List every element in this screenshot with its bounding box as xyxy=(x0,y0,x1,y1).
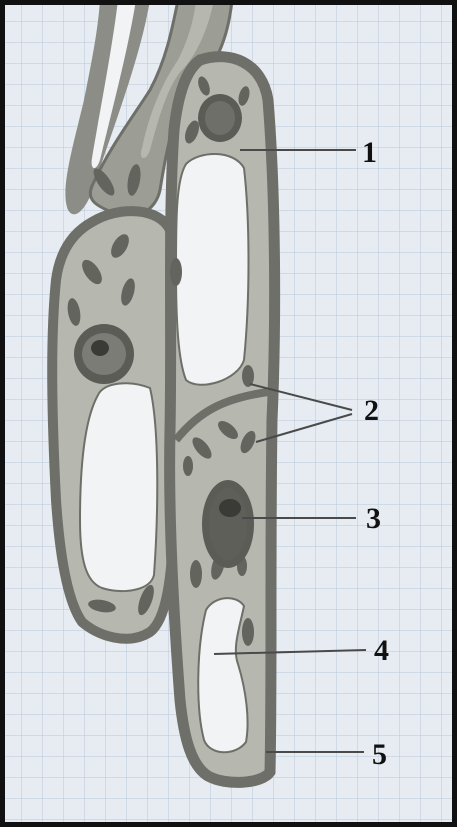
right-cell xyxy=(170,57,275,783)
nucleolus xyxy=(91,340,109,356)
chloroplast xyxy=(242,618,254,646)
chloroplast xyxy=(190,560,202,588)
chloroplast xyxy=(170,258,182,286)
label-4: 4 xyxy=(374,634,389,667)
left-cell xyxy=(52,211,176,639)
label-3: 3 xyxy=(366,502,381,535)
label-2: 2 xyxy=(364,394,379,427)
label-1: 1 xyxy=(362,136,377,169)
nucleolus xyxy=(219,499,241,517)
label-5: 5 xyxy=(372,738,387,771)
chloroplast xyxy=(183,456,193,476)
